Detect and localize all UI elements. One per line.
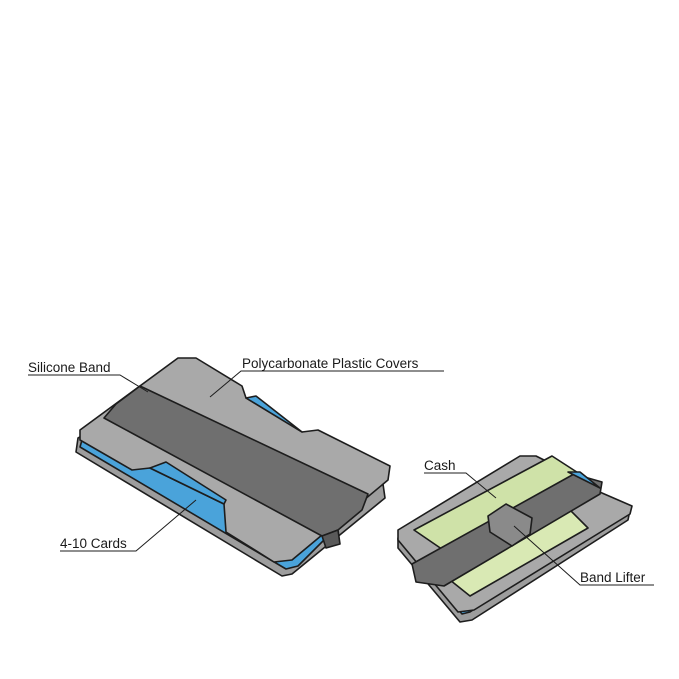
label-cash: Cash bbox=[424, 458, 456, 473]
large-wallet-lower-notch bbox=[149, 461, 227, 505]
silicone-band-edge bbox=[321, 529, 341, 549]
leader-band-lifter bbox=[513, 525, 654, 586]
label-polycarbonate-covers: Polycarbonate Plastic Covers bbox=[242, 356, 419, 371]
band-lifter bbox=[487, 503, 533, 547]
silicone-band bbox=[103, 385, 369, 537]
leader-cash bbox=[424, 472, 497, 499]
leader-polycarbonate-covers bbox=[209, 370, 444, 398]
large-wallet bbox=[75, 357, 391, 577]
small-wallet bbox=[397, 455, 633, 623]
small-wallet-card-notch bbox=[567, 471, 601, 489]
large-wallet-cover-notch bbox=[245, 395, 303, 433]
leader-silicone-band bbox=[28, 374, 149, 393]
label-band-lifter: Band Lifter bbox=[580, 570, 646, 585]
label-cards: 4-10 Cards bbox=[60, 536, 127, 551]
label-silicone-band: Silicone Band bbox=[28, 360, 111, 375]
leader-cards bbox=[60, 499, 197, 552]
